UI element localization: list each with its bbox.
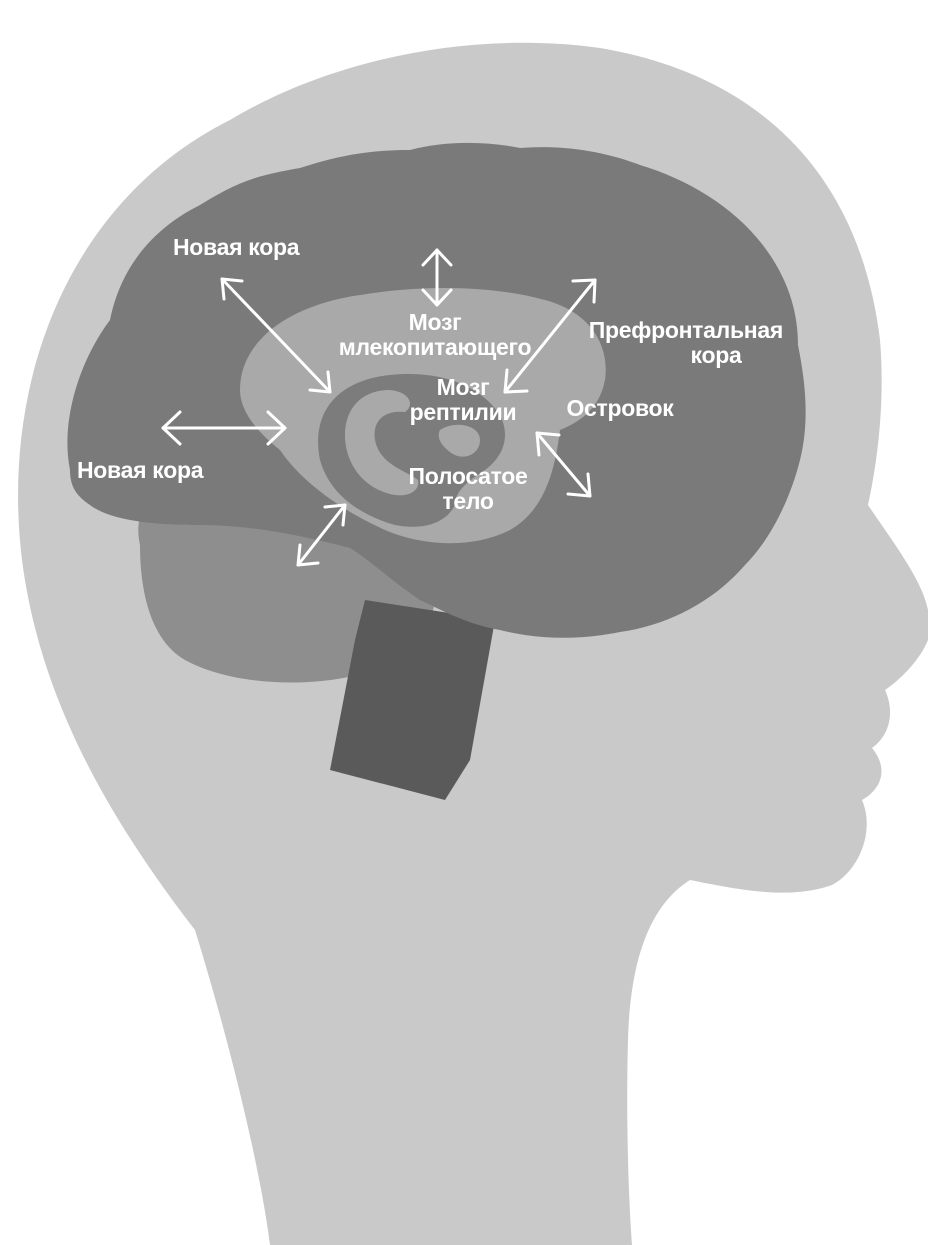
arrow-prefrontal: [503, 278, 597, 394]
label-mammal-brain-line1: Мозг: [409, 309, 462, 335]
brainstem: [330, 600, 495, 800]
arrow-mammal-vertical: [421, 248, 453, 307]
arrow-striatum: [296, 503, 347, 567]
label-striatum-line1: Полосатое: [408, 463, 527, 489]
label-prefrontal-line1: Префронтальная: [589, 317, 783, 343]
label-reptile-brain-line1: Мозг: [437, 374, 490, 400]
arrow-insula: [535, 431, 592, 498]
arrow-neocortex-left: [161, 410, 287, 446]
label-reptile-brain-line2: рептилии: [410, 399, 517, 425]
label-neocortex-left: Новая кора: [77, 457, 204, 483]
label-striatum-line2: тело: [442, 488, 493, 514]
label-mammal-brain-line2: млекопитающего: [339, 334, 532, 360]
label-prefrontal-line2: кора: [691, 342, 742, 368]
hippocampus-hook: [345, 390, 419, 496]
striatum-lobe: [438, 424, 480, 457]
arrow-neocortex-top: [220, 277, 332, 394]
label-neocortex-top: Новая кора: [173, 234, 300, 260]
label-insula: Островок: [566, 395, 674, 421]
insula-region: [543, 365, 595, 422]
